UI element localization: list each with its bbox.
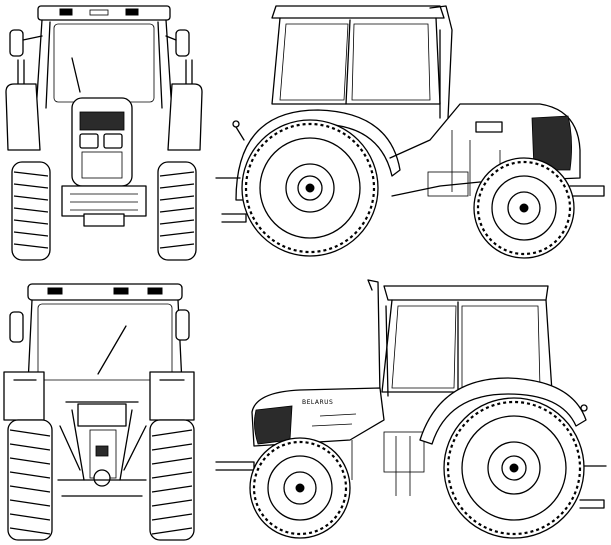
right-side-view [215, 5, 605, 259]
left-side-view: BELARUS [215, 279, 607, 539]
left-hood-badge: BELARUS [302, 399, 333, 406]
front-view [5, 5, 203, 261]
rear-view [3, 283, 195, 541]
